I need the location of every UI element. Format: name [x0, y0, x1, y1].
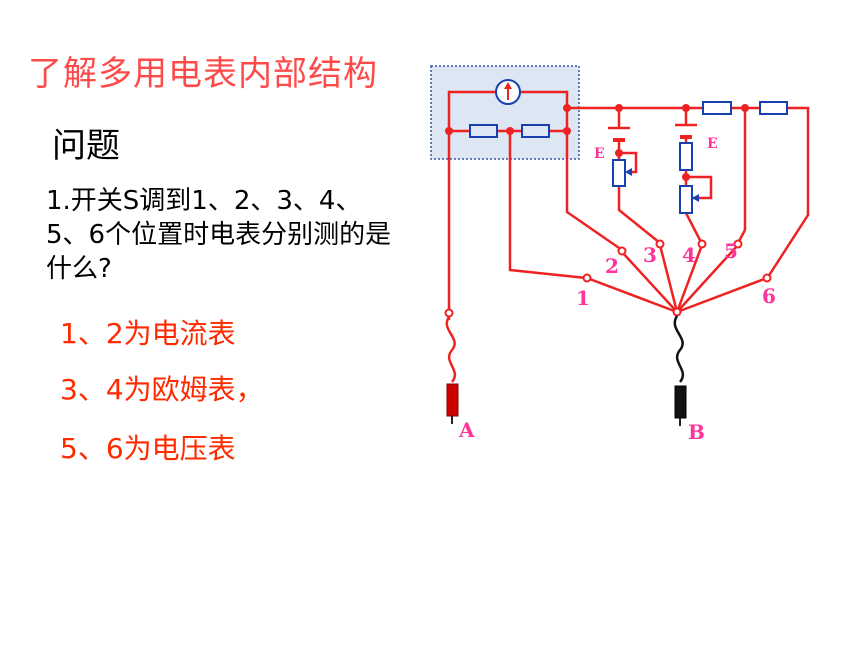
switch-label-2: 2	[605, 254, 619, 278]
switch-label-4: 4	[682, 243, 696, 267]
battery-symbols	[608, 123, 697, 142]
junction-dots	[445, 104, 749, 181]
switch-label-5: 5	[724, 239, 738, 263]
switch-label-1: 1	[576, 286, 590, 310]
battery-label-2: E	[707, 136, 718, 152]
answer-1: 1、2为电流表	[60, 317, 236, 350]
answer-3: 5、6为电压表	[60, 432, 236, 465]
switch-label-3: 3	[643, 243, 657, 267]
switch-contacts	[444, 239, 772, 318]
section-heading: 问题	[52, 126, 120, 166]
question-text: 1.开关S调到1、2、3、4、5、6个位置时电表分别测的是什么?	[46, 186, 392, 284]
probe-label-b: B	[688, 420, 705, 444]
battery-label-1: E	[594, 146, 605, 162]
switch-label-6: 6	[762, 284, 776, 308]
probe-b	[673, 315, 687, 426]
resistors	[469, 101, 788, 214]
galvanometer-icon	[495, 79, 521, 105]
answer-2: 3、4为欧姆表，	[60, 373, 264, 406]
probe-a	[445, 316, 459, 424]
probe-label-a: A	[458, 418, 475, 442]
rheostat-arrows	[625, 168, 699, 202]
page-title: 了解多用电表内部结构	[28, 54, 378, 94]
